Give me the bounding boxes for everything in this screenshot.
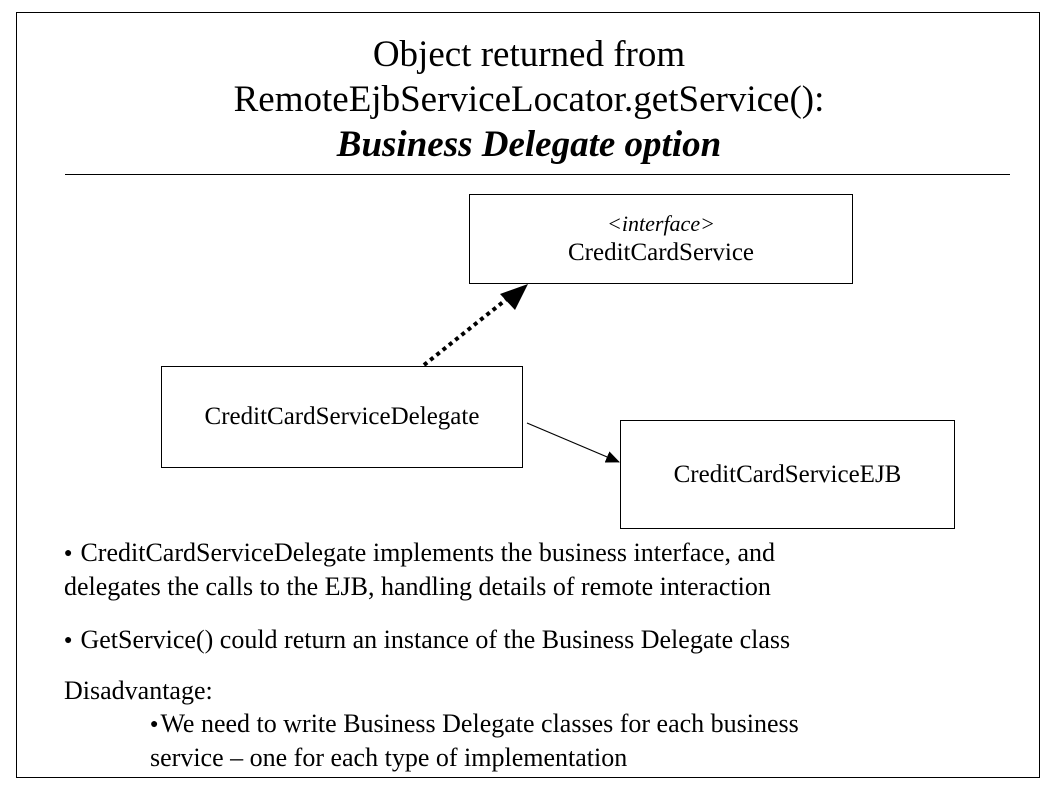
- slide-title: Object returned from RemoteEjbServiceLoc…: [0, 32, 1058, 167]
- disadvantage-item-1-line-2: service – one for each type of implement…: [150, 743, 628, 772]
- interface-name: CreditCardService: [567, 239, 755, 266]
- disadvantage-label: Disadvantage:: [64, 676, 213, 705]
- bullet-point-1: ● CreditCardServiceDelegate implements th…: [64, 536, 775, 603]
- bullet-dot-icon: ●: [64, 633, 73, 648]
- title-divider: [65, 174, 1010, 175]
- title-line-1: Object returned from: [372, 34, 686, 75]
- realization-arrow: [422, 284, 528, 367]
- association-arrow: [526, 422, 620, 463]
- bullet-dot-icon: ●: [64, 546, 73, 561]
- arrow-icon: [500, 284, 528, 310]
- ejb-name: CreditCardServiceEJB: [673, 460, 902, 488]
- title-line-3: Business Delegate option: [336, 124, 722, 165]
- bullet-2-line-1: GetService() could return an instance of…: [80, 625, 791, 654]
- interface-stereotype: <interface>: [607, 211, 715, 236]
- delegate-box: CreditCardServiceDelegate: [161, 366, 523, 468]
- bullet-1-line-2: delegates the calls to the EJB, handling…: [64, 572, 771, 601]
- bullet-point-2: ● GetService() could return an instance o…: [64, 623, 790, 657]
- interface-box: <interface> CreditCardService: [469, 194, 853, 284]
- ejb-box: CreditCardServiceEJB: [620, 420, 955, 529]
- disadvantage-item-1-line-1: We need to write Business Delegate class…: [160, 709, 799, 738]
- title-line-2: RemoteEjbServiceLocator.getService():: [233, 79, 825, 120]
- bullet-1-line-1: CreditCardServiceDelegate implements the…: [80, 538, 776, 567]
- slide-frame: [16, 12, 1040, 778]
- bullet-dot-icon: ●: [150, 717, 159, 732]
- disadvantage-item-1: ●We need to write Business Delegate clas…: [150, 707, 799, 774]
- delegate-name: CreditCardServiceDelegate: [204, 403, 480, 430]
